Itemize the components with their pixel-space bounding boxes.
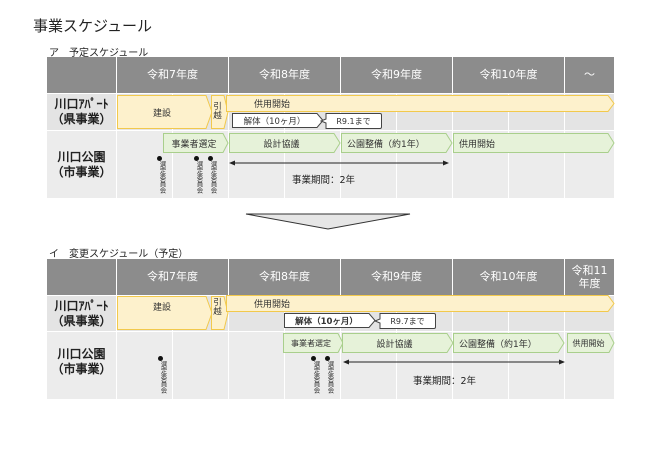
opening-bar-label: 供用開始 [253,300,290,310]
committee-marker-label: 選定委員会 [312,361,320,394]
park-opening-bar-shape [453,133,615,153]
park-label: 川口公園（市事業） [47,332,116,392]
committee-marker-label: 選定委員会 [209,161,217,194]
committee-marker-label: 選定委員会 [159,361,167,394]
construction-bar-label: 建設 [152,302,171,313]
opening-bar-shape [226,95,615,112]
park-label-line2: （市事業） [51,362,112,376]
apartment-label-line1: 川口ｱﾊﾟｰﾄ [54,298,109,313]
park-opening-bar-shape [567,333,615,353]
grid-line [564,296,565,399]
demolition-until-label: R9.7まで [390,316,425,326]
header-r7: 令和7年度 [117,57,228,93]
header-corner [47,57,116,93]
marker-dot-icon [194,156,199,161]
park-development-bar-label: 公園整備（約1年） [347,139,425,150]
demolition-until-label: R9.1まで [336,116,371,126]
grid-line [228,296,229,399]
grid-line [452,296,453,399]
down-triangle-arrow-icon [245,213,411,230]
park-label: 川口公園（市事業） [47,131,116,198]
apartment-label-line2: （県事業） [51,112,112,126]
construction-bar-label: 建設 [152,108,171,119]
header-r8: 令和8年度 [229,259,340,295]
grid-line [228,94,229,198]
moving-bar-shape [211,95,229,129]
header-r10: 令和10年度 [453,57,564,93]
marker-dot-icon [208,156,213,161]
committee-marker-label: 選定委員会 [158,161,166,194]
design-consultation-bar-shape [229,133,341,153]
planned-section-label: ア 予定スケジュール [49,48,149,59]
row-divider [47,130,614,131]
operator-selection-bar-shape [283,333,344,353]
committee-marker: 選定委員会 [208,156,218,194]
park-opening-bar-label: 供用開始 [572,338,605,348]
committee-marker: 選定委員会 [311,356,321,394]
project-period-label: 事業期間：2年 [413,376,477,387]
header-r8: 令和8年度 [229,57,340,93]
demolition-bar-shape [232,113,324,128]
marker-dot-icon [157,156,162,161]
revised-section-label: イ 変更スケジュール（予定） [49,249,189,260]
grid-line [340,94,341,198]
header-r9: 令和9年度 [341,57,452,93]
demolition-until-callout-shape [374,313,436,329]
header-later: ～ [565,57,614,93]
moving-bar-label: 引越 [213,297,222,317]
park-label-line1: 川口公園 [57,347,106,361]
park-label-line1: 川口公園 [57,149,106,164]
demolition-bar-shape [284,313,376,328]
project-period-arrow-icon [229,160,449,166]
grid-line [172,296,173,399]
construction-bar-shape [117,95,213,129]
design-consultation-bar-label: 設計協議 [376,339,413,350]
marker-dot-icon [325,356,330,361]
committee-marker: 選定委員会 [158,356,168,394]
operator-selection-bar-shape [163,133,229,153]
row-divider [47,331,614,332]
header-r11-line2: 年度 [578,277,601,290]
demolition-bar-label: 解体（10ヶ月） [295,316,358,327]
committee-marker: 選定委員会 [157,156,167,194]
moving-bar-label: 引越 [213,101,222,121]
header-r10: 令和10年度 [453,259,564,295]
apartment-label: 川口ｱﾊﾟｰﾄ（県事業） [47,296,116,331]
operator-selection-bar-label: 事業者選定 [291,338,331,348]
opening-bar-label: 供用開始 [253,100,290,110]
committee-marker: 選定委員会 [194,156,204,194]
marker-dot-icon [311,356,316,361]
header-r11-line1: 令和11 [571,263,608,277]
header-corner [47,259,116,295]
design-consultation-bar-label: 設計協議 [263,139,300,150]
page-title: 事業スケジュール [33,17,152,35]
park-development-bar-label: 公園整備（約1年） [459,339,537,350]
park-development-bar-shape [453,333,565,353]
project-period-label: 事業期間：2年 [292,175,356,186]
park-label-line2: （市事業） [51,164,112,179]
operator-selection-bar-label: 事業者選定 [171,139,217,150]
header-r9: 令和9年度 [341,259,452,295]
header-r7: 令和7年度 [117,259,228,295]
moving-bar-shape [211,296,229,330]
park-development-bar-shape [341,133,453,153]
marker-dot-icon [158,356,163,361]
demolition-bar-label: 解体（10ヶ月） [243,116,306,127]
opening-bar-shape [226,295,615,312]
grid-line [116,296,117,399]
park-opening-bar-label: 供用開始 [459,139,496,150]
apartment-label-line2: （県事業） [51,313,112,328]
grid-line [116,94,117,198]
design-consultation-bar-shape [342,333,454,353]
committee-marker: 選定委員会 [325,356,335,394]
demolition-until-callout-shape [320,113,382,129]
apartment-label: 川口ｱﾊﾟｰﾄ（県事業） [47,94,116,130]
grid-line [452,94,453,198]
project-period-arrow-icon [343,359,565,365]
committee-marker-label: 選定委員会 [195,161,203,194]
construction-bar-shape [117,296,213,330]
apartment-label-line1: 川口ｱﾊﾟｰﾄ [54,97,109,111]
committee-marker-label: 選定委員会 [326,361,334,394]
